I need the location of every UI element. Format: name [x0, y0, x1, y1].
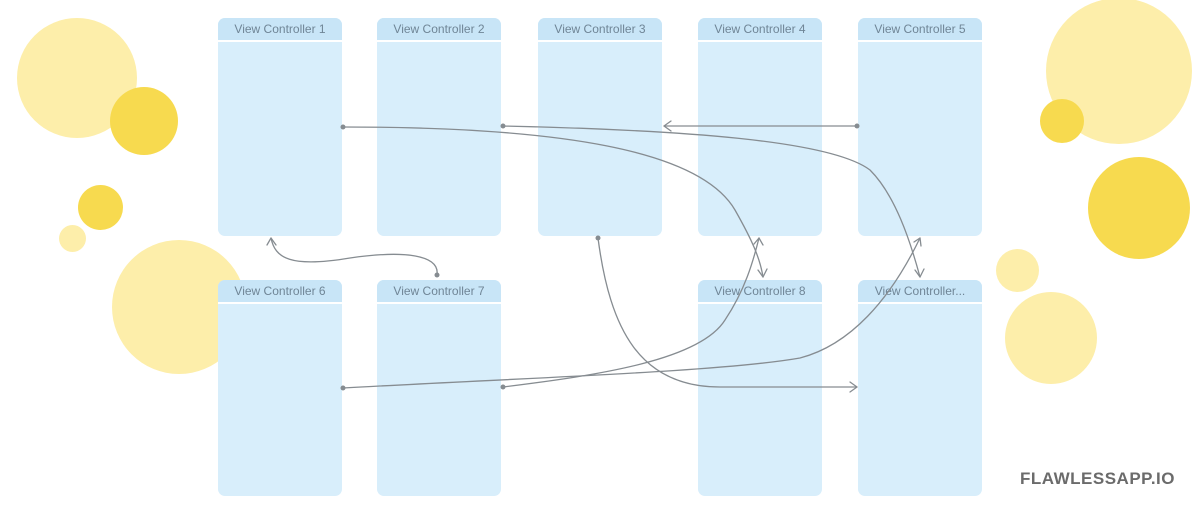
arrowhead [913, 237, 922, 247]
segue-origin-dot [595, 235, 601, 241]
decorative-circle [1005, 292, 1097, 384]
view-controller-title: View Controller 5 [858, 18, 982, 42]
arrowhead [266, 237, 277, 246]
arrowhead [753, 237, 764, 246]
view-controller-title: View Controller 4 [698, 18, 822, 42]
brand-watermark: FLAWLESSAPP.IO [1020, 469, 1175, 488]
arrowhead [757, 268, 768, 278]
view-controller-4[interactable]: View Controller 4 [698, 18, 822, 236]
segue-origin-dot [500, 384, 506, 390]
arrowhead [663, 120, 672, 132]
view-controller-title: View Controller 8 [698, 280, 822, 304]
view-controller-title: View Controller 7 [377, 280, 501, 304]
segue-vc1-to-vc8 [342, 126, 764, 278]
view-controller-title: View Controller 2 [377, 18, 501, 42]
decorative-circle [1040, 99, 1084, 143]
view-controller-title: View Controller 6 [218, 280, 342, 304]
decorative-circle [1088, 157, 1190, 259]
segue-vc3-to-vcmore [597, 237, 858, 388]
view-controller-5[interactable]: View Controller 5 [858, 18, 982, 236]
segue-vc6-to-vc5 [342, 237, 921, 389]
view-controller-title: View Controller 3 [538, 18, 662, 42]
decorative-circle [996, 249, 1039, 292]
decorative-circle [59, 225, 86, 252]
segue-vc7-to-vc6 [270, 237, 438, 276]
decorative-circle [78, 185, 123, 230]
segue-origin-dot [854, 123, 860, 129]
segue-origin-dot [340, 124, 346, 130]
view-controller-more[interactable]: View Controller... [858, 280, 982, 496]
view-controller-6[interactable]: View Controller 6 [218, 280, 342, 496]
segue-vc7-to-vc4 [502, 237, 760, 388]
arrowhead [914, 268, 925, 278]
view-controller-title: View Controller... [858, 280, 982, 304]
view-controller-title: View Controller 1 [218, 18, 342, 42]
segue-vc2-to-vcmore [502, 125, 921, 278]
decorative-circle [110, 87, 178, 155]
view-controller-1[interactable]: View Controller 1 [218, 18, 342, 236]
segue-origin-dot [340, 385, 346, 391]
view-controller-8[interactable]: View Controller 8 [698, 280, 822, 496]
view-controller-7[interactable]: View Controller 7 [377, 280, 501, 496]
segue-origin-dot [434, 272, 440, 278]
arrowhead [849, 381, 858, 393]
segue-origin-dot [500, 123, 506, 129]
